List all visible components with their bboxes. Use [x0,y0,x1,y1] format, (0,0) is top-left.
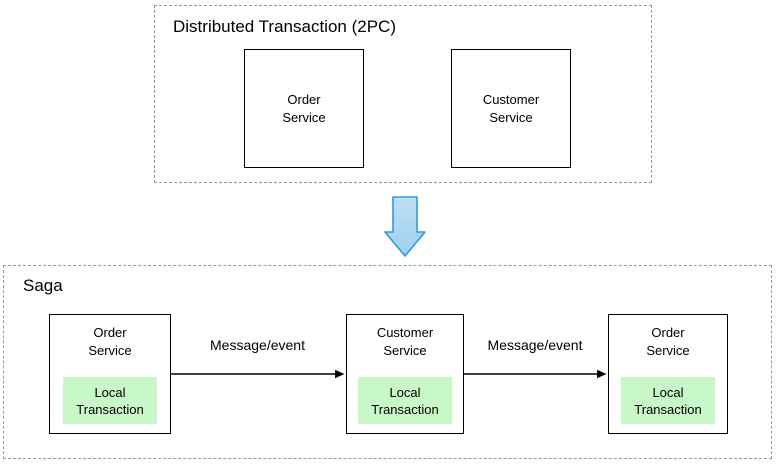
local-transaction-label: Local Transaction [76,384,144,417]
message-event-label-1: Message/event [210,337,305,353]
saga-customer-service-box: Customer Service Local Transaction [346,314,464,434]
local-transaction-label: Local Transaction [634,384,702,417]
local-transaction-box: Local Transaction [358,377,452,424]
saga-section: Saga Order Service Local Transaction Cus… [3,265,772,459]
service-label: Order Service [282,91,326,125]
service-label: Customer Service [482,91,540,125]
saga-order-service-box-1: Order Service Local Transaction [49,314,171,434]
saga-section-title: Saga [23,276,63,295]
2pc-section-title: Distributed Transaction (2PC) [173,17,396,36]
service-label: Order Service [88,325,132,358]
saga-order-service-box-2: Order Service Local Transaction [608,314,728,434]
message-event-label-2: Message/event [487,337,583,353]
local-transaction-label: Local Transaction [371,384,439,417]
service-label: Order Service [646,325,690,358]
2pc-customer-service-box: Customer Service [451,49,571,168]
local-transaction-box: Local Transaction [621,377,715,424]
service-label: Customer Service [376,325,434,358]
2pc-section: Distributed Transaction (2PC) Order Serv… [154,5,652,183]
2pc-order-service-box: Order Service [244,49,364,168]
local-transaction-box: Local Transaction [63,377,157,424]
down-arrow-icon [384,196,426,257]
